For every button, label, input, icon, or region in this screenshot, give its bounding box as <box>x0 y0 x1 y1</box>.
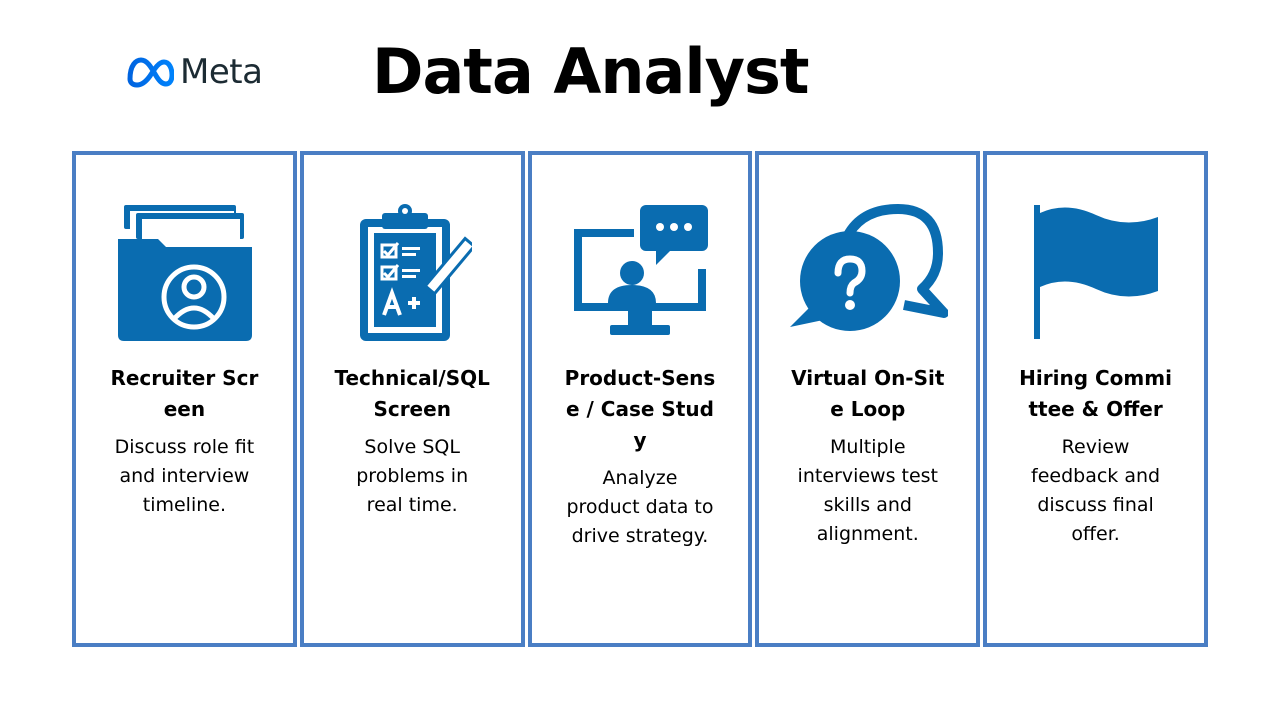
question-chat-icon <box>778 203 958 343</box>
meta-logo: Meta <box>126 52 263 92</box>
monitor-chat-icon <box>550 203 730 343</box>
step-title: Technical/SQL Screen <box>334 366 490 421</box>
step-description: Multiple interviews test skills and alig… <box>797 436 938 545</box>
step-title: Hiring Committee & Offer <box>1019 366 1172 421</box>
step-description: Discuss role fit and interview timeline. <box>114 436 255 516</box>
step-description: Review feedback and discuss final offer. <box>1031 436 1161 545</box>
step-card-recruiter-screen: Recruiter Screen Discuss role fit and in… <box>72 151 297 647</box>
page-title: Data Analyst <box>372 35 810 108</box>
step-description: Solve SQL problems in real time. <box>356 436 469 516</box>
step-description: Analyze product data to drive strategy. <box>566 467 714 547</box>
meta-infinity-icon <box>127 57 174 88</box>
step-card-product-sense-case-study: Product-Sense / Case Study Analyze produ… <box>527 151 753 647</box>
step-card-virtual-on-site-loop: Virtual On-Site Loop Multiple interviews… <box>755 151 981 647</box>
step-title: Recruiter Screen <box>110 366 259 421</box>
process-steps: Recruiter Screen Discuss role fit and in… <box>72 151 1208 647</box>
step-title: Virtual On-Site Loop <box>791 366 945 421</box>
step-card-technical-sql-screen: Technical/SQL Screen Solve SQL problems … <box>299 151 525 647</box>
step-title: Product-Sense / Case Study <box>564 366 716 452</box>
folder-user-icon <box>94 203 274 343</box>
flag-icon <box>1006 203 1186 343</box>
logo-text: Meta <box>180 52 263 92</box>
clipboard-checklist-icon <box>322 203 502 343</box>
step-card-hiring-committee-offer: Hiring Committee & Offer Review feedback… <box>983 151 1208 647</box>
